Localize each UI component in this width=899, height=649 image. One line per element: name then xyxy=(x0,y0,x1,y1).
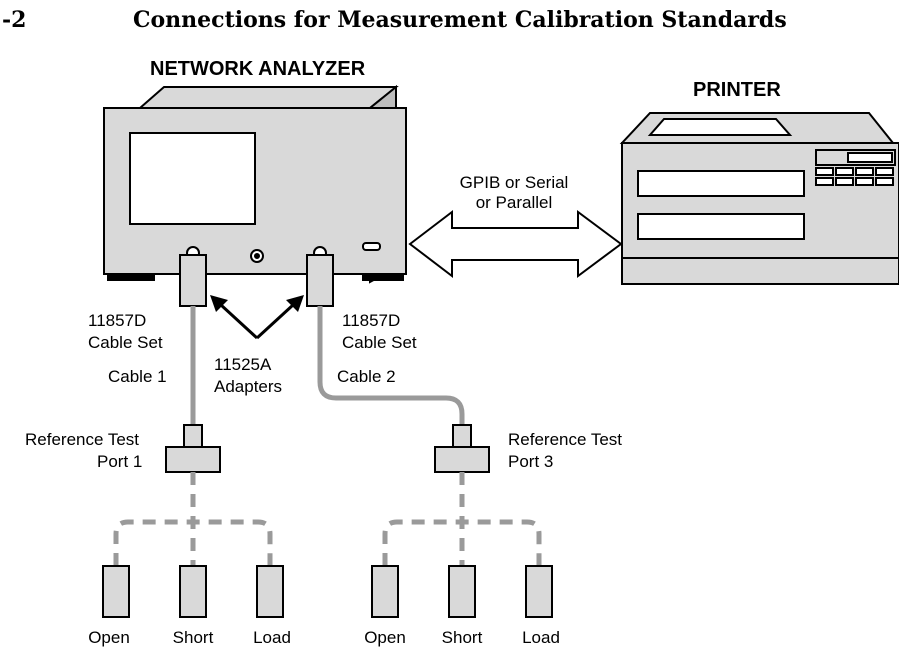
standards-connection-tree-left xyxy=(113,472,273,566)
left-cable-name: Cable 1 xyxy=(108,367,167,386)
cable-2 xyxy=(317,306,465,425)
standards-connection-tree-right xyxy=(382,472,542,566)
analyzer-display-screen xyxy=(129,132,256,225)
left-cable-set: Cable Set xyxy=(88,333,163,352)
reference-port-3-line2: Port 3 xyxy=(508,452,553,471)
arrowhead-right xyxy=(286,295,304,312)
standard-label-open-right: Open xyxy=(364,628,406,647)
standard-open-left xyxy=(102,565,130,618)
standard-short-left xyxy=(179,565,207,618)
printer-button xyxy=(815,167,834,176)
standard-short-right xyxy=(448,565,476,618)
standard-label-load-right: Load xyxy=(522,628,560,647)
arrowhead-left xyxy=(210,295,228,312)
printer-label: PRINTER xyxy=(693,79,781,101)
standard-load-right xyxy=(525,565,553,618)
standard-label-short-right: Short xyxy=(442,628,483,647)
standard-label-load-left: Load xyxy=(253,628,291,647)
interface-double-arrow xyxy=(408,209,623,279)
standard-label-short-left: Short xyxy=(173,628,214,647)
adapter-left xyxy=(179,254,207,307)
adapters-model: 11525A xyxy=(214,355,272,374)
adapter-pointer-arrows xyxy=(219,303,295,340)
interface-label-line2: or Parallel xyxy=(476,193,553,212)
reference-port-1-line2: Port 1 xyxy=(97,452,142,471)
right-cable-model: 11857D xyxy=(342,311,400,330)
left-cable-model: 11857D xyxy=(88,311,146,330)
reference-test-port-1 xyxy=(165,424,221,473)
reference-port-1-line1: Reference Test xyxy=(25,430,139,449)
standard-open-right xyxy=(371,565,399,618)
figure-number: -2 xyxy=(2,7,26,33)
network-analyzer xyxy=(103,84,407,284)
analyzer-handle-slot xyxy=(362,242,381,251)
adapter-right xyxy=(306,254,334,307)
standard-label-open-left: Open xyxy=(88,628,130,647)
analyzer-foot-left xyxy=(107,273,155,281)
adapters-label: Adapters xyxy=(214,377,282,396)
network-analyzer-label: NETWORK ANALYZER xyxy=(150,58,366,80)
printer-paper-slot xyxy=(647,118,793,136)
right-cable-name: Cable 2 xyxy=(337,367,396,386)
printer-paper-tray-lower xyxy=(637,213,805,240)
printer-paper-tray-upper xyxy=(637,170,805,197)
standard-load-left xyxy=(256,565,284,618)
analyzer-top-panel xyxy=(137,86,399,109)
analyzer-foot-right xyxy=(362,273,404,281)
reference-port-3-line1: Reference Test xyxy=(508,430,622,449)
right-cable-set: Cable Set xyxy=(342,333,417,352)
reference-test-port-3 xyxy=(434,424,490,473)
printer xyxy=(619,112,899,285)
interface-label-line1: GPIB or Serial xyxy=(460,173,569,192)
figure-title: Connections for Measurement Calibration … xyxy=(133,7,787,33)
